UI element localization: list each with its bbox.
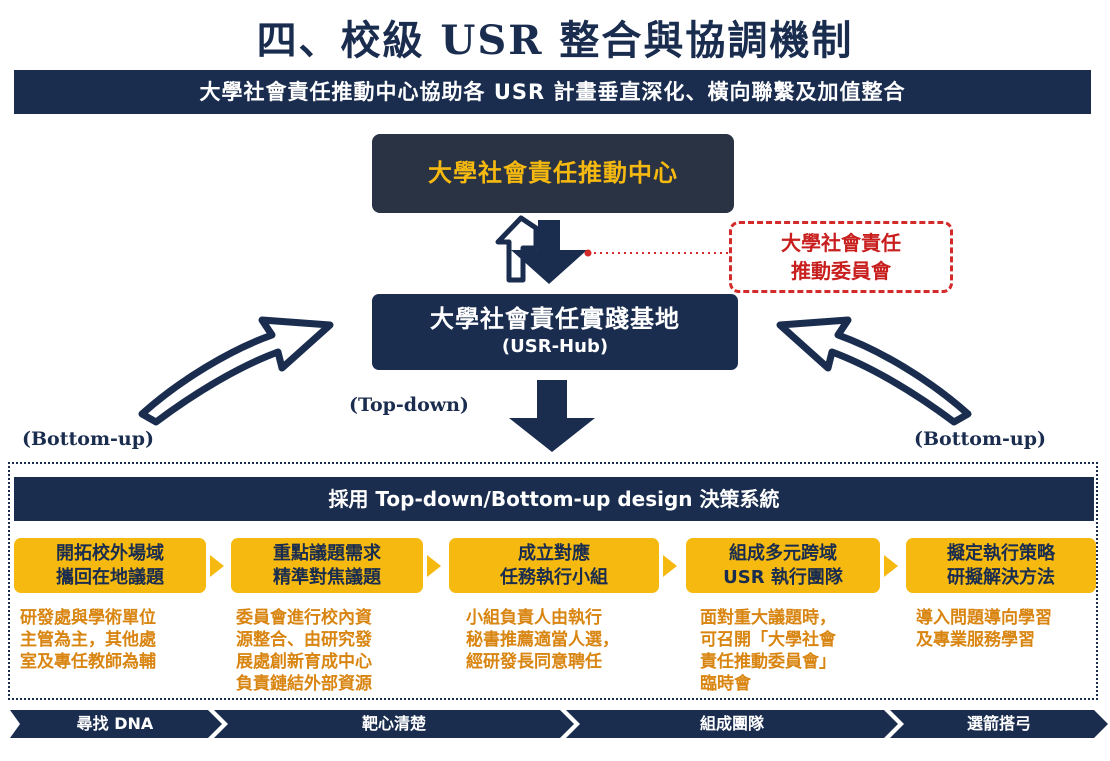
step-arrow-icon xyxy=(663,555,677,577)
step-3-line-2: 任務執行小組 xyxy=(500,566,608,588)
stage-band-3 xyxy=(566,710,898,738)
stage-band-2 xyxy=(214,710,574,738)
desc-line: 臨時會 xyxy=(700,674,751,694)
desc-line: 室及專任教師為輔 xyxy=(20,652,156,672)
stage-label-4: 選箭搭弓 xyxy=(966,714,1031,733)
committee-line-1: 大學社會責任 xyxy=(781,231,901,255)
house-up-icon xyxy=(495,215,539,283)
step-4-description: 面對重大議題時， 可召開「大學社會 責任推動委員會」 臨時會 xyxy=(700,607,836,695)
design-system-banner: 採用 Top-down/Bottom-up design 決策系統 xyxy=(14,477,1094,521)
subtitle-banner: 大學社會責任推動中心協助各 USR 計畫垂直深化、橫向聯繫及加值整合 xyxy=(14,70,1091,114)
desc-line: 面對重大議題時， xyxy=(700,608,836,628)
stage-band-4 xyxy=(890,710,1108,738)
committee-line-2: 推動委員會 xyxy=(791,259,891,283)
desc-line: 可召開「大學社會 xyxy=(700,630,836,650)
desc-line: 源整合、由研究發 xyxy=(236,630,372,650)
step-1-description: 研發處與學術單位 主管為主，其他處 室及專任教師為輔 xyxy=(20,607,156,673)
step-2-line-2: 精準對焦議題 xyxy=(273,566,381,588)
top-down-arrow-icon xyxy=(509,380,595,452)
step-arrow-icon xyxy=(427,555,441,577)
step-1-line-2: 攜回在地議題 xyxy=(56,566,164,588)
stage-label-1: 尋找 DNA xyxy=(76,714,154,733)
usr-committee-box: 大學社會責任 推動委員會 xyxy=(729,221,953,293)
desc-line: 主管為主，其他處 xyxy=(20,630,156,650)
desc-line: 展處創新育成中心 xyxy=(236,652,372,672)
usr-hub-box: 大學社會責任實踐基地 (USR-Hub) xyxy=(372,294,738,370)
desc-line: 委員會進行校內資 xyxy=(236,608,372,628)
step-box-5: 擬定執行策略 研擬解決方法 xyxy=(906,538,1096,593)
step-box-4: 組成多元跨域 USR 執行團隊 xyxy=(686,538,880,593)
step-3-line-1: 成立對應 xyxy=(518,542,590,564)
desc-line: 責任推動委員會」 xyxy=(700,652,836,672)
hub-line-1: 大學社會責任實踐基地 xyxy=(430,305,680,333)
step-2-description: 委員會進行校內資 源整合、由研究發 展處創新育成中心 負責鏈結外部資源 xyxy=(236,607,372,695)
down-arrow-icon xyxy=(511,220,587,284)
desc-line: 導入問題導向學習 xyxy=(916,608,1052,628)
desc-line: 研發處與學術單位 xyxy=(20,608,156,628)
design-system-frame xyxy=(8,462,1098,700)
step-arrow-icon xyxy=(884,555,898,577)
step-3-description: 小組負責人由執行 秘書推薦適當人選， 經研發長同意聘任 xyxy=(466,607,619,673)
step-5-description: 導入問題導向學習 及專業服務學習 xyxy=(916,607,1052,651)
step-1-line-1: 開拓校外場域 xyxy=(56,542,164,564)
step-5-line-2: 研擬解決方法 xyxy=(947,566,1055,588)
connector-dot xyxy=(584,249,592,257)
bottom-up-right-arrow-icon xyxy=(776,316,972,426)
bottom-up-left-label: (Bottom-up) xyxy=(22,428,155,450)
step-box-1: 開拓校外場域 攜回在地議題 xyxy=(14,538,206,593)
step-5-line-1: 擬定執行策略 xyxy=(947,542,1055,564)
hub-line-2: (USR-Hub) xyxy=(501,336,609,357)
stage-band-1 xyxy=(10,710,222,738)
usr-center-box: 大學社會責任推動中心 xyxy=(372,134,734,213)
desc-line: 及專業服務學習 xyxy=(916,630,1035,650)
bottom-up-right-label: (Bottom-up) xyxy=(914,428,1047,450)
desc-line: 經研發長同意聘任 xyxy=(466,652,602,672)
stage-label-3: 組成團隊 xyxy=(699,714,764,733)
desc-line: 秘書推薦適當人選， xyxy=(466,630,619,650)
step-arrow-icon xyxy=(210,555,224,577)
step-box-3: 成立對應 任務執行小組 xyxy=(449,538,659,593)
page-title: 四、校級 USR 整合與協調機制 xyxy=(256,17,854,64)
desc-line: 負責鏈結外部資源 xyxy=(236,674,372,694)
step-4-line-2: USR 執行團隊 xyxy=(723,566,843,588)
bottom-up-left-arrow-icon xyxy=(138,316,334,426)
step-2-line-1: 重點議題需求 xyxy=(273,542,381,564)
step-4-line-1: 組成多元跨域 xyxy=(729,542,837,564)
step-box-2: 重點議題需求 精準對焦議題 xyxy=(231,538,423,593)
stage-label-2: 靶心清楚 xyxy=(361,714,426,733)
desc-line: 小組負責人由執行 xyxy=(466,608,602,628)
top-down-label: (Top-down) xyxy=(349,394,469,416)
